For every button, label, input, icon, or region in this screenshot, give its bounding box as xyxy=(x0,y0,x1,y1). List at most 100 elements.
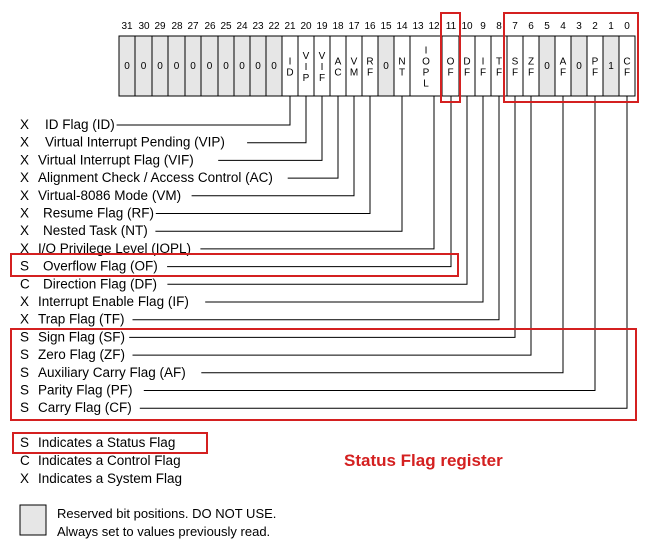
register-cell-text-5: 0 xyxy=(207,61,213,72)
bit-number-3: 3 xyxy=(576,21,582,32)
flag-type-i-o-privilege-level-iopl: X xyxy=(20,241,29,256)
bit-number-13: 13 xyxy=(412,21,424,32)
flag-label-resume-flag-rf: Resume Flag (RF) xyxy=(43,206,154,221)
register-cell-text-4: 0 xyxy=(190,61,196,72)
leader-virtual-8086-mode-vm xyxy=(191,96,355,197)
highlight-of-bit xyxy=(440,12,461,103)
leader-interrupt-enable-flag-if xyxy=(205,96,484,303)
flag-type-resume-flag-rf: X xyxy=(20,206,29,221)
leader-lines xyxy=(116,96,628,409)
bit-number-23: 23 xyxy=(252,21,264,32)
bit-number-16: 16 xyxy=(364,21,376,32)
bit-number-15: 15 xyxy=(380,21,392,32)
leader-direction-flag-df xyxy=(167,96,468,285)
flag-label-virtual-8086-mode-vm: Virtual-8086 Mode (VM) xyxy=(38,188,181,203)
flag-label-interrupt-enable-flag-if: Interrupt Enable Flag (IF) xyxy=(38,294,189,309)
flag-type-id-flag-id: X xyxy=(20,117,29,132)
bit-number-28: 28 xyxy=(171,21,183,32)
flag-label-virtual-interrupt-pending-vip: Virtual Interrupt Pending (VIP) xyxy=(45,135,225,150)
flag-type-overflow-flag-of: S xyxy=(20,259,29,274)
bit-number-27: 27 xyxy=(187,21,199,32)
bit-number-6: 6 xyxy=(528,21,534,32)
bit-number-17: 17 xyxy=(348,21,360,32)
register-cell-text-9: 0 xyxy=(271,61,277,72)
highlight-status-bits xyxy=(503,12,639,103)
flag-label-auxiliary-carry-flag-af: Auxiliary Carry Flag (AF) xyxy=(38,365,186,380)
flag-label-nested-task-nt: Nested Task (NT) xyxy=(43,223,148,238)
bit-number-21: 21 xyxy=(284,21,296,32)
register-cell-text-29: 1 xyxy=(608,61,614,72)
legend-text-indicates-a-control-flag: Indicates a Control Flag xyxy=(38,453,181,468)
leader-virtual-interrupt-pending-vip xyxy=(247,96,307,144)
flag-label-zero-flag-zf: Zero Flag (ZF) xyxy=(38,347,125,362)
bit-number-1: 1 xyxy=(608,21,614,32)
register-cell-text-16: 0 xyxy=(383,61,389,72)
bit-number-9: 9 xyxy=(480,21,486,32)
leader-zero-flag-zf xyxy=(132,96,532,356)
flag-type-interrupt-enable-flag-if: X xyxy=(20,294,29,309)
bit-number-29: 29 xyxy=(154,21,166,32)
highlight-boxes xyxy=(10,12,639,454)
bit-number-0: 0 xyxy=(624,21,630,32)
leader-alignment-check-access-control-ac xyxy=(287,96,339,179)
register-cell-text-27: 0 xyxy=(576,61,582,72)
bit-number-11: 11 xyxy=(446,21,457,32)
flag-type-direction-flag-df: C xyxy=(20,276,30,291)
flag-label-alignment-check-access-control-ac: Alignment Check / Access Control (AC) xyxy=(38,170,273,185)
bit-number-31: 31 xyxy=(121,21,133,32)
highlight-legend-status xyxy=(12,432,208,454)
bit-number-14: 14 xyxy=(396,21,408,32)
leader-i-o-privilege-level-iopl xyxy=(200,96,435,250)
register-cell-text-0: 0 xyxy=(124,61,130,72)
register-cell-text-25: 0 xyxy=(544,61,550,72)
bit-number-25: 25 xyxy=(220,21,232,32)
flag-label-trap-flag-tf: Trap Flag (TF) xyxy=(38,312,125,327)
diagram-title: Status Flag register xyxy=(344,451,503,470)
legend-text-indicates-a-system-flag: Indicates a System Flag xyxy=(38,471,182,486)
highlight-overflow-row xyxy=(10,253,459,277)
register-cell-text-3: 0 xyxy=(174,61,180,72)
flag-type-virtual-8086-mode-vm: X xyxy=(20,188,29,203)
bit-number-30: 30 xyxy=(138,21,150,32)
flag-type-sign-flag-sf: S xyxy=(20,329,29,344)
legend-text-indicates-a-status-flag: Indicates a Status Flag xyxy=(38,435,175,450)
leader-virtual-interrupt-flag-vif xyxy=(218,96,323,161)
reserved-note-line1: Reserved bit positions. DO NOT USE. xyxy=(57,506,276,521)
flag-label-virtual-interrupt-flag-vif: Virtual Interrupt Flag (VIF) xyxy=(38,152,194,167)
register-cell-text-6: 0 xyxy=(223,61,229,72)
reserved-note-line2: Always set to values previously read. xyxy=(57,524,270,539)
highlight-status-rows xyxy=(10,328,637,421)
bit-number-22: 22 xyxy=(268,21,280,32)
bit-number-7: 7 xyxy=(512,21,518,32)
register-cell-text-1: 0 xyxy=(141,61,147,72)
bit-number-24: 24 xyxy=(236,21,248,32)
flag-label-direction-flag-df: Direction Flag (DF) xyxy=(43,276,157,291)
bit-number-10: 10 xyxy=(461,21,473,32)
flag-type-auxiliary-carry-flag-af: S xyxy=(20,365,29,380)
flag-type-nested-task-nt: X xyxy=(20,223,29,238)
flag-type-carry-flag-cf: S xyxy=(20,400,29,415)
reserved-swatch xyxy=(19,504,47,536)
leader-id-flag-id xyxy=(116,96,291,126)
flag-label-carry-flag-cf: Carry Flag (CF) xyxy=(38,400,132,415)
flag-label-sign-flag-sf: Sign Flag (SF) xyxy=(38,329,125,344)
flag-label-id-flag-id: ID Flag (ID) xyxy=(45,117,115,132)
leader-carry-flag-cf xyxy=(139,96,628,409)
leader-resume-flag-rf xyxy=(155,96,371,214)
